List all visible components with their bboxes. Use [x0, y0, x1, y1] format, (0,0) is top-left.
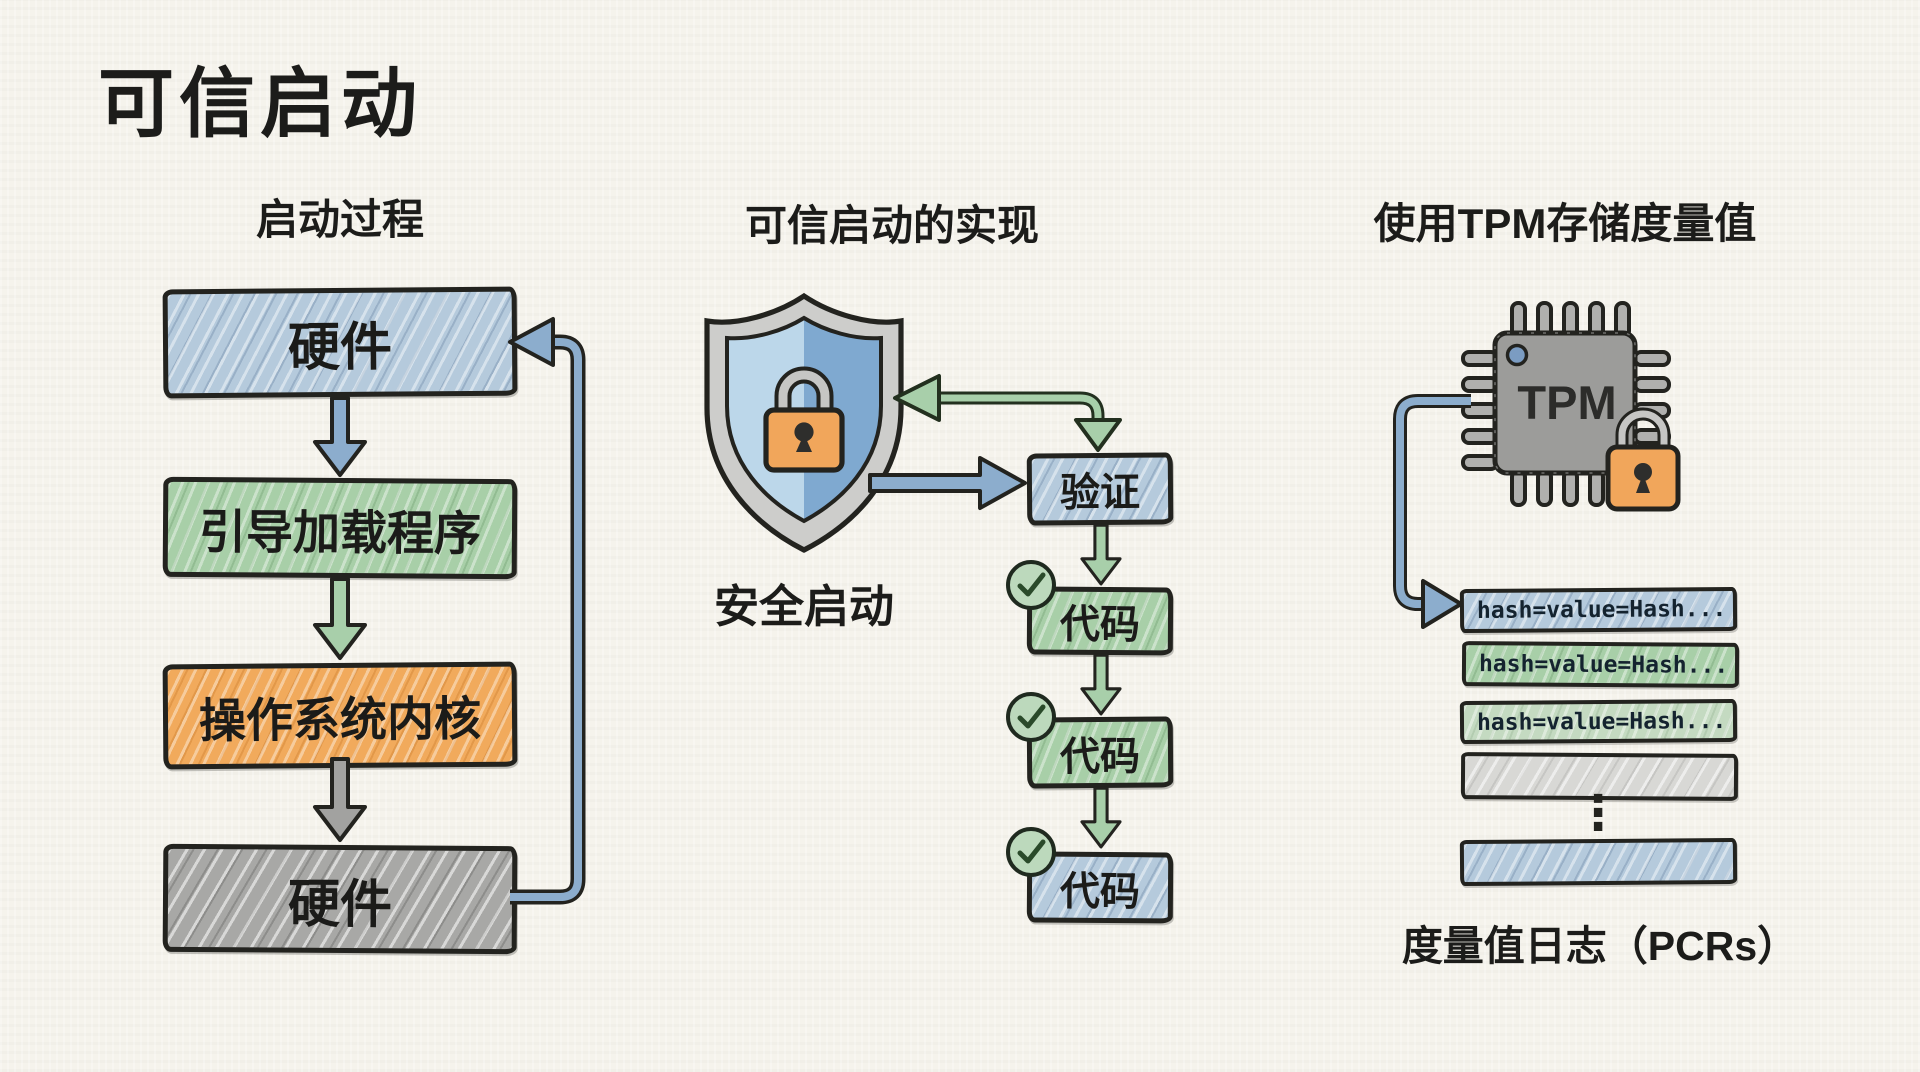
pcr-hash-text: hash=value=Hash... [1478, 650, 1729, 679]
padlock-icon [763, 366, 845, 473]
chip-dot-icon [1505, 343, 1529, 367]
code-label: 代码 [1059, 869, 1141, 914]
implementation-heading: 可信启动的实现 [744, 202, 1039, 249]
step-hardware-top: 硬件 [162, 286, 518, 399]
arrow-down-green-icon [1080, 653, 1122, 716]
pcr-hash-text: hash=value=Hash... [1476, 707, 1727, 736]
padlock-icon [1605, 407, 1681, 512]
pcr-row-2: hash=value=Hash... [1461, 641, 1740, 688]
step-bootloader: 引导加载程序 [162, 476, 518, 580]
tpm-chip-icon: TPM [1461, 301, 1681, 512]
code-label: 代码 [1059, 734, 1141, 779]
arrow-down-green-icon [313, 577, 367, 660]
arrow-down-green-icon [1080, 523, 1122, 586]
shield-caption: 安全启动 [713, 581, 894, 632]
step-label: 硬件 [287, 875, 393, 934]
arrow-down-gray-icon [313, 757, 367, 842]
ellipsis-dots: ⋮ [1574, 787, 1622, 840]
tpm-to-log-arrow-icon [1393, 394, 1471, 629]
arrow-down-green-icon [1080, 786, 1122, 849]
pcr-log-caption: 度量值日志（PCRs） [1401, 923, 1799, 969]
boot-process-heading: 启动过程 [255, 196, 424, 243]
check-icon [1006, 692, 1056, 742]
loopback-arrow-icon [508, 317, 586, 905]
page-title: 可信启动 [98, 62, 422, 147]
step-os-kernel: 操作系统内核 [162, 661, 518, 770]
code-label: 代码 [1059, 602, 1141, 648]
step-label: 操作系统内核 [198, 691, 482, 748]
arrow-down-blue-icon [313, 396, 367, 477]
step-label: 引导加载程序 [198, 504, 482, 560]
step-hardware-bottom: 硬件 [162, 843, 518, 955]
shield-to-verify-arrow-icon [868, 456, 1027, 510]
pcr-row-3: hash=value=Hash... [1459, 698, 1738, 745]
verify-label: 验证 [1059, 470, 1141, 516]
step-label: 硬件 [287, 318, 393, 378]
secure-boot-shield-icon [704, 292, 904, 553]
check-icon [1006, 560, 1056, 610]
tpm-heading: 使用TPM存储度量值 [1373, 200, 1757, 247]
check-icon [1006, 827, 1056, 877]
pcr-row-5 [1459, 837, 1738, 887]
verify-to-shield-arrow-icon [893, 374, 1122, 452]
pcr-row-1: hash=value=Hash... [1459, 586, 1738, 634]
verify-box: 验证 [1026, 452, 1174, 526]
pcr-hash-text: hash=value=Hash... [1476, 595, 1727, 624]
tpm-chip-label: TPM [1517, 376, 1616, 429]
